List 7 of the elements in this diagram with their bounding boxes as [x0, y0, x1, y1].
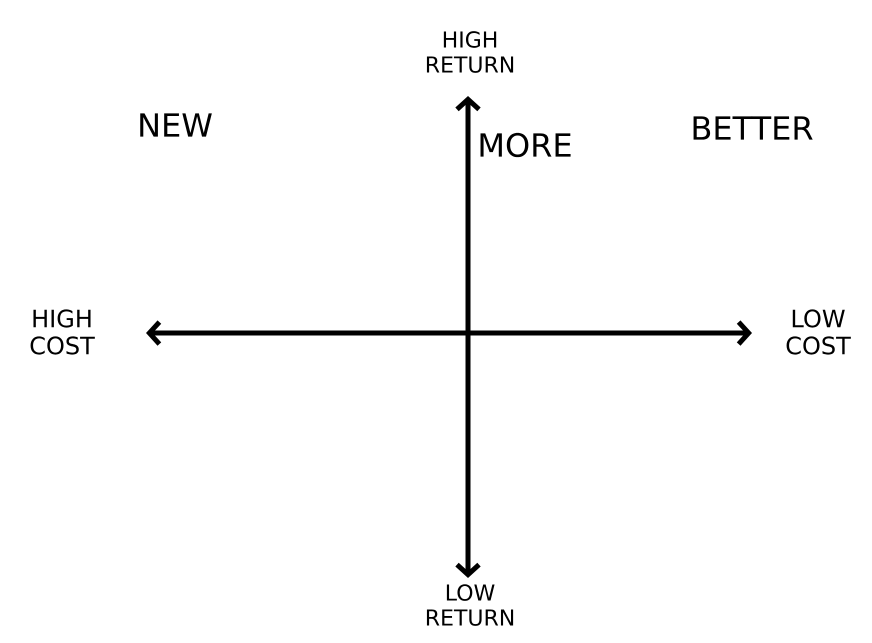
quadrant-label: NEW — [140, 113, 212, 137]
axis-label: HIGH COST — [30, 309, 95, 355]
quadrant-label: BETTER — [694, 116, 813, 140]
quadrant-label: MORE — [480, 132, 571, 158]
axis-label: LOW RETURN — [426, 584, 514, 626]
axis-label: HIGH RETURN — [426, 31, 514, 73]
axis-label: LOW COST — [786, 309, 851, 355]
